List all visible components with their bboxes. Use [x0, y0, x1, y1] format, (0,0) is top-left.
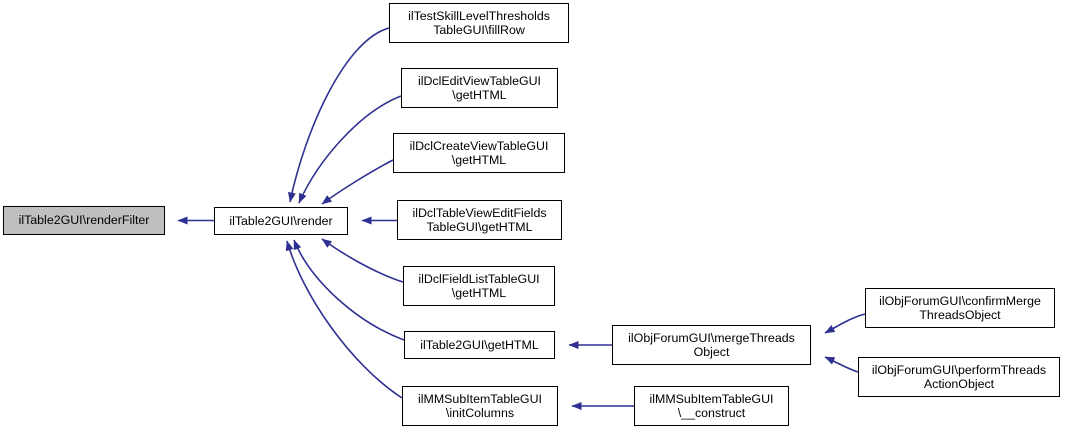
node-label: ilDclFieldListTableGUI \getHTML — [418, 271, 540, 301]
node-label: ilMMSubItemTableGUI \__construct — [649, 391, 774, 421]
edge-dcleditview-to-render — [298, 95, 402, 204]
edge-table2gethtml-to-render — [293, 239, 405, 341]
edge-confirmmerge-to-mergethreads — [824, 313, 866, 334]
node-ilTable2GUI-render[interactable]: ilTable2GUI\render — [214, 207, 348, 235]
node-label: ilTable2GUI\render — [229, 213, 333, 228]
node-label: ilTestSkillLevelThresholds TableGUI\fill… — [408, 8, 550, 38]
node-label: ilTable2GUI\renderFilter — [18, 213, 150, 228]
node-label: ilMMSubItemTableGUI \initColumns — [418, 391, 542, 421]
node-ilMMSubItemTableGUI-construct[interactable]: ilMMSubItemTableGUI \__construct — [634, 386, 789, 426]
node-ilTable2GUI-getHTML[interactable]: ilTable2GUI\getHTML — [404, 331, 555, 359]
node-ilObjForumGUI-mergeThreadsObject[interactable]: ilObjForumGUI\mergeThreads Object — [612, 325, 811, 365]
node-ilDclFieldListTableGUI-getHTML[interactable]: ilDclFieldListTableGUI \getHTML — [403, 266, 555, 306]
node-label: ilTable2GUI\getHTML — [420, 337, 539, 352]
node-label: ilDclTableViewEditFields TableGUI\getHTM… — [412, 205, 547, 235]
node-label: ilDclCreateViewTableGUI \getHTML — [409, 138, 549, 168]
node-ilTable2GUI-renderFilter[interactable]: ilTable2GUI\renderFilter — [3, 206, 165, 235]
edge-dclcreateview-to-render — [321, 159, 394, 205]
node-label: ilDclEditViewTableGUI \getHTML — [417, 73, 542, 103]
node-label: ilObjForumGUI\confirmMerge ThreadsObject — [879, 293, 1041, 323]
node-ilTestSkillLevelThresholdsTableGUI-fillRow[interactable]: ilTestSkillLevelThresholds TableGUI\fill… — [389, 3, 569, 43]
edge-performthreads-to-mergethreads — [824, 356, 859, 373]
edge-mmsubiteminitcolumns-to-render — [285, 240, 403, 399]
node-ilDclCreateViewTableGUI-getHTML[interactable]: ilDclCreateViewTableGUI \getHTML — [393, 133, 565, 173]
edge-fillrow-to-render — [288, 27, 390, 203]
node-ilObjForumGUI-confirmMergeThreadsObject[interactable]: ilObjForumGUI\confirmMerge ThreadsObject — [865, 288, 1055, 328]
node-ilDclEditViewTableGUI-getHTML[interactable]: ilDclEditViewTableGUI \getHTML — [401, 68, 558, 108]
node-ilDclTableViewEditFieldsTableGUI-getHTML[interactable]: ilDclTableViewEditFields TableGUI\getHTM… — [397, 200, 562, 240]
node-label: ilObjForumGUI\mergeThreads Object — [628, 330, 795, 360]
edge-dclfieldlist-to-render — [321, 238, 404, 283]
node-ilMMSubItemTableGUI-initColumns[interactable]: ilMMSubItemTableGUI \initColumns — [402, 386, 558, 426]
node-label: ilObjForumGUI\performThreads ActionObjec… — [871, 362, 1047, 392]
node-ilObjForumGUI-performThreadsActionObject[interactable]: ilObjForumGUI\performThreads ActionObjec… — [858, 357, 1060, 397]
